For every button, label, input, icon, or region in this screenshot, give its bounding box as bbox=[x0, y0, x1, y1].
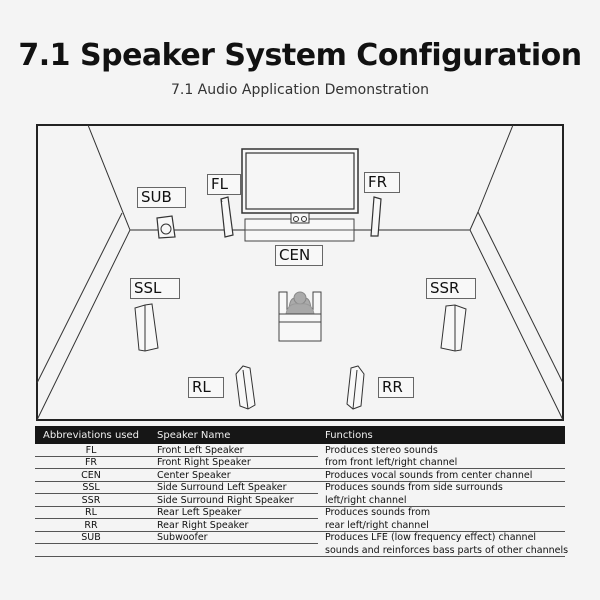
table-row: sounds and reinforces bass parts of othe… bbox=[35, 544, 569, 557]
label-rl: RL bbox=[188, 377, 224, 398]
cell-abbr: SSR bbox=[81, 494, 101, 506]
table-header: Abbreviations used Speaker Name Function… bbox=[35, 426, 565, 444]
cell-abbr: SSL bbox=[82, 482, 100, 493]
tower-speaker-rr-icon bbox=[346, 365, 365, 410]
tower-speaker-fl-icon bbox=[220, 196, 234, 238]
header-functions: Functions bbox=[325, 430, 373, 441]
cell-abbr: SUB bbox=[81, 532, 101, 543]
label-rr: RR bbox=[378, 377, 414, 398]
label-ssl: SSL bbox=[130, 278, 180, 299]
subwoofer-icon bbox=[156, 215, 176, 239]
table-row: SSL Side Surround Left Speaker Produces … bbox=[35, 482, 565, 494]
cell-name: Rear Right Speaker bbox=[157, 519, 249, 531]
cell-function: rear left/right channel bbox=[325, 519, 429, 531]
table-row: FL Front Left Speaker Produces stereo so… bbox=[35, 444, 565, 457]
cell-function: Produces LFE (low frequency effect) chan… bbox=[325, 532, 537, 543]
cell-name: Front Right Speaker bbox=[157, 457, 251, 468]
cell-name: Front Left Speaker bbox=[157, 444, 244, 456]
table-row: SUB Subwoofer Produces LFE (low frequenc… bbox=[35, 532, 565, 544]
label-cen: CEN bbox=[275, 245, 323, 266]
page-subtitle: 7.1 Audio Application Demonstration bbox=[170, 82, 430, 98]
cell-name: Side Surround Left Speaker bbox=[157, 482, 287, 493]
cell-name: Side Surround Right Speaker bbox=[157, 494, 294, 506]
cell-function: Produces sounds from side surrounds bbox=[325, 482, 503, 493]
cell-abbr: FR bbox=[84, 457, 98, 468]
tower-speaker-ssr-icon bbox=[440, 304, 467, 352]
cell-function: Produces stereo sounds bbox=[325, 444, 438, 456]
center-speaker-icon bbox=[244, 212, 355, 242]
cell-name: Subwoofer bbox=[157, 532, 208, 543]
table-row: RL Rear Left Speaker Produces sounds fro… bbox=[35, 507, 565, 519]
table-row: FR Front Right Speaker from front left/r… bbox=[35, 457, 565, 469]
cell-abbr: RR bbox=[84, 519, 98, 531]
listener-sofa-icon bbox=[278, 291, 322, 342]
tower-speaker-fr-icon bbox=[370, 196, 382, 237]
table-row: SSR Side Surround Right Speaker left/rig… bbox=[35, 494, 565, 507]
table-row: RR Rear Right Speaker rear left/right ch… bbox=[35, 519, 565, 532]
cell-name: Center Speaker bbox=[157, 469, 231, 481]
speaker-table: Abbreviations used Speaker Name Function… bbox=[35, 426, 569, 557]
cell-function: from front left/right channel bbox=[325, 457, 458, 468]
cell-name: Rear Left Speaker bbox=[157, 507, 242, 518]
label-fl: FL bbox=[207, 174, 241, 195]
label-sub: SUB bbox=[137, 187, 186, 208]
label-ssr: SSR bbox=[426, 278, 476, 299]
cell-function: left/right channel bbox=[325, 494, 407, 506]
cell-abbr: RL bbox=[85, 507, 97, 518]
page-title: 7.1 Speaker System Configuration bbox=[18, 38, 582, 73]
tower-speaker-ssl-icon bbox=[134, 303, 159, 352]
cell-abbr: CEN bbox=[81, 469, 101, 481]
cell-function: sounds and reinforces bass parts of othe… bbox=[325, 544, 569, 556]
header-speaker-name: Speaker Name bbox=[157, 430, 231, 441]
tower-speaker-rl-icon bbox=[235, 365, 256, 410]
header-abbreviations: Abbreviations used bbox=[43, 430, 139, 441]
tv-icon bbox=[241, 148, 359, 214]
cell-function: Produces sounds from bbox=[325, 507, 431, 518]
table-row: CEN Center Speaker Produces vocal sounds… bbox=[35, 469, 565, 482]
cell-function: Produces vocal sounds from center channe… bbox=[325, 469, 533, 481]
cell-abbr: FL bbox=[85, 444, 97, 456]
label-fr: FR bbox=[364, 172, 400, 193]
